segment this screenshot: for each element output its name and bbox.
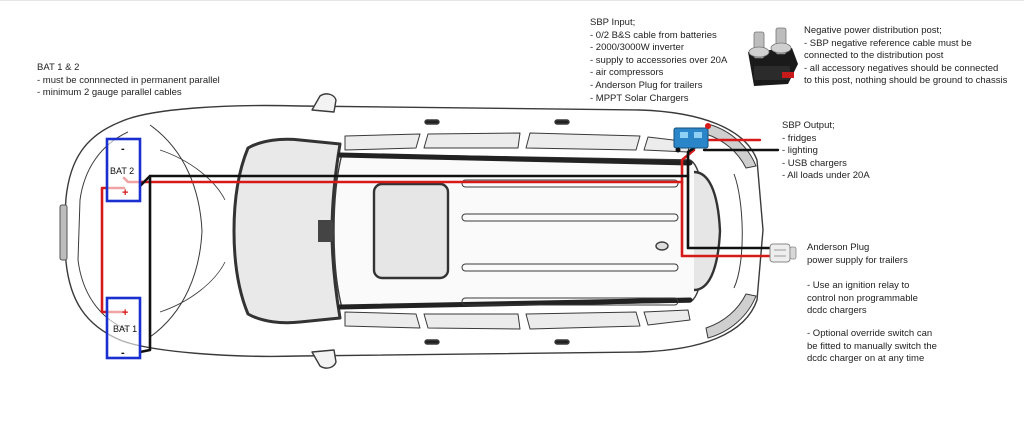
sbp-input-line: - MPPT Solar Chargers	[590, 92, 689, 104]
battery-notes-title: BAT 1 & 2	[37, 62, 80, 73]
roof-rail-top	[337, 152, 693, 166]
negative-cable-anderson	[686, 174, 774, 250]
car-hood-line	[149, 124, 203, 338]
roof-slot-1	[461, 179, 679, 188]
positive-cable-anderson	[680, 180, 774, 258]
bat1-positive-terminal: +	[122, 307, 128, 319]
sbp-output-notes: SBP Output; - fridges - lighting - USB c…	[782, 120, 870, 183]
car-body-outline	[63, 104, 764, 358]
battery-notes-line: - must be connnected in permanent parall…	[37, 74, 220, 86]
top-border	[0, 0, 1024, 1]
door-handle-top-1	[424, 119, 440, 125]
relay-notes: - Use an ignition relay to control non p…	[807, 280, 918, 318]
sbp-input-line: - 0/2 B&S cable from batteries	[590, 29, 717, 41]
door-handle-bottom-1	[424, 339, 440, 345]
car-windshield	[232, 137, 342, 325]
car-rear-window	[693, 170, 722, 292]
sbp-input-line: - air compressors	[590, 67, 664, 79]
override-notes: - Optional override switch can be fitted…	[807, 328, 937, 366]
side-window-top-1	[344, 133, 421, 151]
anderson-title: Anderson Plug	[807, 242, 870, 253]
relay-line: dcdc chargers	[807, 305, 867, 317]
battery-notes-line: - minimum 2 gauge parallel cables	[37, 87, 182, 99]
tail-light-bottom	[705, 293, 757, 339]
positive-cable-bat-link	[100, 186, 126, 314]
negative-post-notes: Negative power distribution post; - SBP …	[804, 25, 1007, 88]
car-front-grille	[59, 204, 68, 261]
negative-post-title: Negative power distribution post;	[804, 25, 942, 36]
car-mirror-top	[311, 93, 337, 113]
side-window-top-3	[525, 132, 641, 151]
side-window-bottom-2	[423, 313, 521, 330]
car-hood-crease-top	[159, 149, 226, 201]
car-top-view	[59, 93, 764, 369]
roof-antenna	[655, 241, 669, 251]
relay-line: - Use an ignition relay to	[807, 280, 910, 291]
negative-distribution-post-icon	[748, 27, 798, 86]
anderson-notes: Anderson Plug power supply for trailers	[807, 242, 908, 267]
side-window-top-2	[423, 132, 521, 149]
bat1-label: BAT 1	[113, 324, 137, 334]
door-handle-top-2	[554, 119, 570, 125]
roof-slot-2	[461, 213, 679, 222]
sbp-output-line: - All loads under 20A	[782, 170, 870, 182]
roof-slot-3	[461, 263, 679, 272]
sbp-input-line: - Anderson Plug for trailers	[590, 79, 703, 91]
car-sunroof	[372, 182, 450, 280]
side-window-bottom-1	[344, 311, 421, 329]
sbp-output-title: SBP Output;	[782, 120, 835, 131]
negative-post-line: - all accessory negatives should be conn…	[804, 62, 999, 74]
sbp-output-line: - fridges	[782, 132, 817, 144]
bat2-negative-terminal: -	[121, 143, 125, 155]
sbp-input-line: - supply to accessories over 20A	[590, 54, 728, 66]
roof-slot-4	[461, 297, 679, 306]
relay-line: control non programmable	[807, 292, 918, 304]
car-bumper-line	[77, 131, 129, 331]
bat2-label: BAT 2	[110, 166, 134, 176]
roof-rail-bottom	[337, 297, 693, 310]
override-line: - Optional override switch can	[807, 328, 933, 339]
sbp-output-line: - USB chargers	[782, 157, 847, 169]
bat2-positive-terminal: +	[122, 187, 128, 199]
bat1-negative-terminal: -	[121, 347, 125, 359]
sbp-input-line: - 2000/3000W inverter	[590, 42, 684, 54]
sbp-input-title: SBP Input;	[590, 17, 636, 28]
sbp-output-line: - lighting	[782, 145, 818, 157]
battery-bat1: + BAT 1 -	[105, 296, 142, 360]
negative-post-line: - SBP negative reference cable must be	[804, 37, 972, 49]
sbp-input-notes: SBP Input; - 0/2 B&S cable from batterie…	[590, 17, 727, 105]
side-window-bottom-3	[525, 311, 641, 330]
negative-cable-bat-link	[138, 174, 152, 354]
negative-post-line: connected to the distribution post	[804, 50, 944, 62]
battery-bat2: - BAT 2 +	[105, 137, 142, 203]
battery-notes: BAT 1 & 2 - must be connnected in perman…	[37, 62, 220, 100]
override-line: be fitted to manually switch the	[807, 340, 937, 352]
door-handle-bottom-2	[554, 339, 570, 345]
car-mirror-mount	[318, 220, 336, 242]
anderson-line: power supply for trailers	[807, 254, 908, 266]
rear-hatch-line	[733, 173, 743, 289]
anderson-plug-icon	[769, 243, 797, 263]
car-mirror-bottom	[311, 349, 337, 369]
negative-post-line: to this post, nothing should be ground t…	[804, 75, 1008, 87]
car-hood-crease-bottom	[159, 261, 226, 313]
override-line: dcdc charger on at any time	[807, 353, 925, 365]
side-window-bottom-4	[643, 309, 691, 326]
sbp-unit	[673, 123, 711, 153]
